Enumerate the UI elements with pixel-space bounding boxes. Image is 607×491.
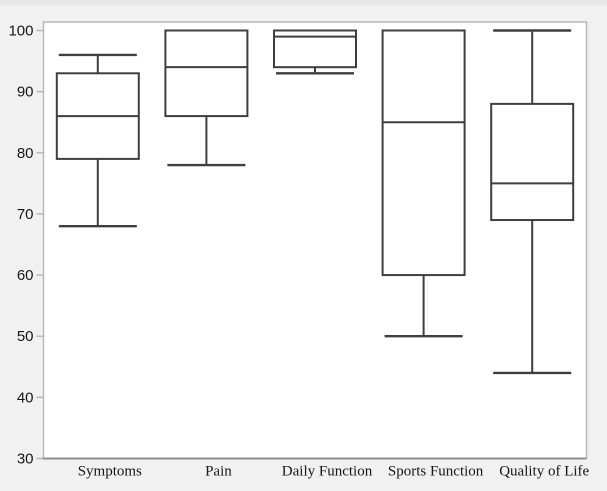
boxes: [55, 29, 575, 375]
x-axis-labels: Symptoms Pain Daily Function Sports Functio…: [78, 464, 590, 480]
x-category-label: Quality of Life: [499, 464, 589, 480]
y-tick-label: 30: [17, 451, 34, 468]
window-top-edge: [0, 0, 607, 6]
x-category-label: Pain: [205, 464, 232, 480]
box-symptoms: [55, 53, 140, 228]
y-tick-label: 60: [17, 267, 34, 284]
iqr-box: [490, 102, 575, 222]
y-tick-label: 100: [8, 23, 33, 40]
y-tick-label: 90: [17, 84, 34, 101]
box-sports-function: [381, 29, 466, 338]
y-tick-label: 80: [17, 145, 34, 162]
iqr-box: [381, 29, 466, 277]
y-axis: 30 40 50 60 70 80 90 100: [8, 23, 44, 468]
iqr-box: [164, 29, 249, 118]
x-category-label: Daily Function: [282, 464, 373, 480]
y-tick-label: 50: [17, 328, 34, 345]
x-category-label: Symptoms: [78, 464, 142, 480]
box-pain: [164, 29, 249, 167]
x-category-label: Sports Function: [388, 464, 484, 480]
y-tick-label: 70: [17, 206, 34, 223]
box-quality-of-life: [490, 29, 575, 375]
box-daily-function: [273, 29, 357, 75]
y-tick-label: 40: [17, 389, 34, 406]
